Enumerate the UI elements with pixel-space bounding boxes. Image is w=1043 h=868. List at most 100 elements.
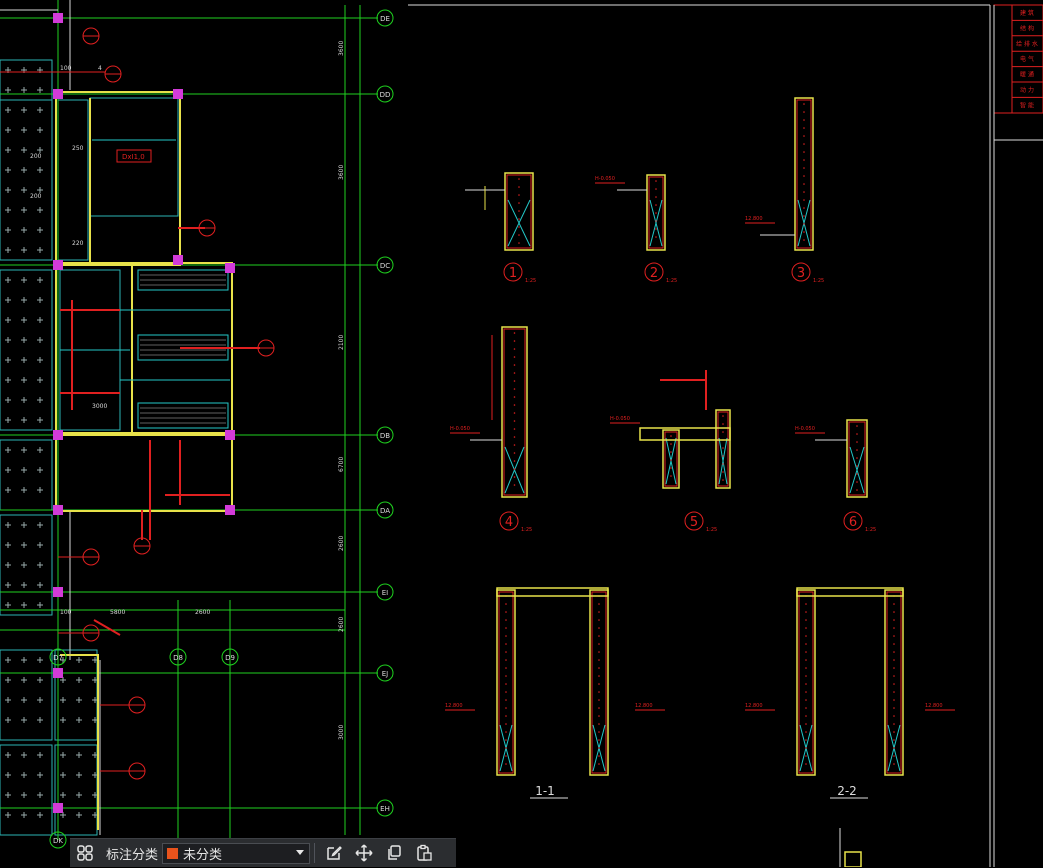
category-dropdown[interactable]: 未分类 <box>162 842 311 864</box>
detail-6-bubble <box>843 511 863 531</box>
svg-text:3000: 3000 <box>92 403 107 410</box>
elevation-text: H-0.050 <box>610 416 630 422</box>
column <box>53 89 63 99</box>
wall-section <box>796 589 816 776</box>
wall-section <box>501 326 528 498</box>
edit-icon <box>327 846 342 860</box>
copy-button[interactable] <box>379 839 409 868</box>
column <box>53 260 63 270</box>
column <box>53 668 63 678</box>
grid-icon <box>77 845 93 861</box>
axis-bubble <box>376 799 394 817</box>
wall-section <box>794 97 814 251</box>
detail-4-bubble <box>499 511 519 531</box>
elevation-text: H-0.050 <box>595 176 615 182</box>
elevation-text: 12.800 <box>745 216 763 222</box>
elevation-text: H-0.050 <box>450 426 470 432</box>
svg-text:200: 200 <box>30 153 42 160</box>
axis-label: D9 <box>225 654 235 662</box>
detail-2-number: 2 <box>650 266 658 281</box>
dimension-text: 3600 <box>338 165 345 180</box>
dimension-text: 3000 <box>338 725 345 740</box>
grid-axis-labels: DE DD DC DB DA EI EJ EH <box>360 9 394 817</box>
axis-bubble <box>376 664 394 682</box>
svg-text:220: 220 <box>72 240 84 247</box>
grid-apps-button[interactable] <box>70 839 100 868</box>
wall-section <box>646 174 666 251</box>
axis-label: DE <box>380 15 390 23</box>
column <box>173 89 183 99</box>
paste-button[interactable] <box>409 839 439 868</box>
elevation-text: 12.800 <box>445 703 463 709</box>
svg-text:4: 4 <box>98 65 102 72</box>
dimension-text: 2100 <box>338 335 345 350</box>
wall-section <box>496 589 516 776</box>
detail-5-bubble <box>684 511 704 531</box>
column <box>225 505 235 515</box>
detail-4-scale: 1:25 <box>521 527 532 533</box>
annotation-toolbar: 标注分类 未分类 <box>70 838 456 867</box>
axis-label: DK <box>53 837 63 845</box>
detail-3-bubble <box>791 262 811 282</box>
axis-label: EJ <box>382 670 389 678</box>
title-block-row: 建 筑 <box>1020 9 1034 17</box>
wall-section <box>504 172 534 251</box>
column <box>225 430 235 440</box>
column <box>53 505 63 515</box>
wall-section <box>589 589 609 776</box>
axis-label: EI <box>382 589 389 597</box>
elevation-text: 12.800 <box>925 703 943 709</box>
annotation-category-label: 标注分类 <box>106 847 159 863</box>
svg-text:5800: 5800 <box>110 609 125 616</box>
axis-label: DD <box>380 91 391 99</box>
column <box>53 13 63 23</box>
dimension-text: 6700 <box>338 457 345 472</box>
detail-2-bubble <box>644 262 664 282</box>
section-2-2-label: 2-2 <box>837 784 857 798</box>
toolbar-separator <box>314 843 316 863</box>
column <box>225 263 235 273</box>
axis-bubble <box>376 426 394 444</box>
axis-label: D7 <box>53 654 63 662</box>
move-icon <box>355 844 373 862</box>
axis-bubble <box>376 501 394 519</box>
edit-button[interactable] <box>319 839 349 868</box>
axis-label: DA <box>380 507 390 515</box>
detail-1-bubble <box>503 262 523 282</box>
svg-text:200: 200 <box>30 193 42 200</box>
dimension-text: 3600 <box>338 41 345 56</box>
title-block-row: 智 能 <box>1020 101 1034 109</box>
move-button[interactable] <box>349 839 379 868</box>
elevation-text: 12.800 <box>635 703 653 709</box>
axis-bubble <box>376 9 394 27</box>
room-label: DxI1,0 <box>122 153 145 161</box>
axis-label: DC <box>380 262 390 270</box>
axis-bubble <box>49 831 67 849</box>
axis-bubble <box>376 85 394 103</box>
axis-bubble <box>169 648 187 666</box>
axis-label: EH <box>380 805 390 813</box>
detail-1-scale: 1:25 <box>525 278 536 284</box>
axis-label: D8 <box>173 654 183 662</box>
title-block-row: 给 排 水 <box>1016 40 1038 48</box>
svg-text:2600: 2600 <box>195 609 210 616</box>
section-1-1-label: 1-1 <box>535 784 555 798</box>
detail-3-scale: 1:25 <box>813 278 824 284</box>
detail-5-number: 5 <box>690 515 698 530</box>
detail-4-number: 4 <box>505 515 513 530</box>
wall-section <box>662 429 680 489</box>
dimension-text: 2600 <box>338 536 345 551</box>
column <box>53 803 63 813</box>
detail-2-scale: 1:25 <box>666 278 677 284</box>
column <box>53 430 63 440</box>
axis-bubble <box>49 648 67 666</box>
category-value: 未分类 <box>183 847 223 863</box>
column <box>53 587 63 597</box>
title-block-row: 电 气 <box>1020 55 1034 63</box>
paste-icon <box>417 844 432 861</box>
axis-label: DB <box>380 432 390 440</box>
